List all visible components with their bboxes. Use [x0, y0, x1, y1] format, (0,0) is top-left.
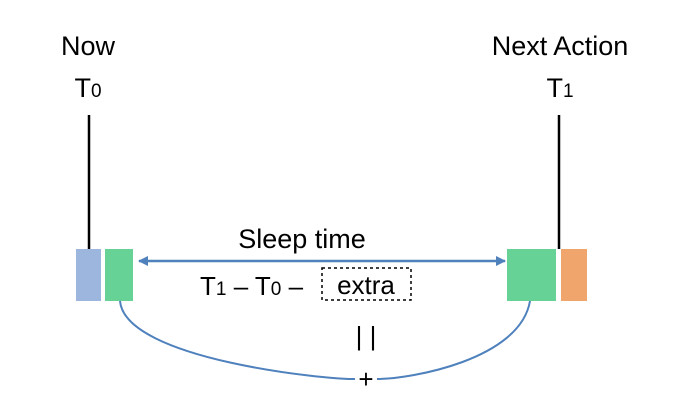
next-action-label: Next Action: [492, 31, 629, 61]
blue-block: [76, 249, 101, 301]
green-blocks-connector-curve: [119, 300, 356, 381]
sleep-formula: T1 – T0 –: [200, 271, 304, 301]
now-time-label: T0: [74, 73, 101, 103]
now-label: Now: [61, 31, 116, 61]
green-blocks-connector-curve-right: [376, 300, 531, 380]
sleep-time-label: Sleep time: [238, 224, 366, 254]
next-time-label: T1: [546, 73, 573, 103]
left-green-block: [105, 249, 133, 301]
extra-label: extra: [337, 270, 395, 300]
right-green-block: [507, 249, 556, 301]
plus-sign: +: [358, 364, 373, 394]
extra-box: [321, 267, 412, 301]
orange-block: [561, 249, 587, 301]
equality-bars: | |: [356, 321, 377, 351]
